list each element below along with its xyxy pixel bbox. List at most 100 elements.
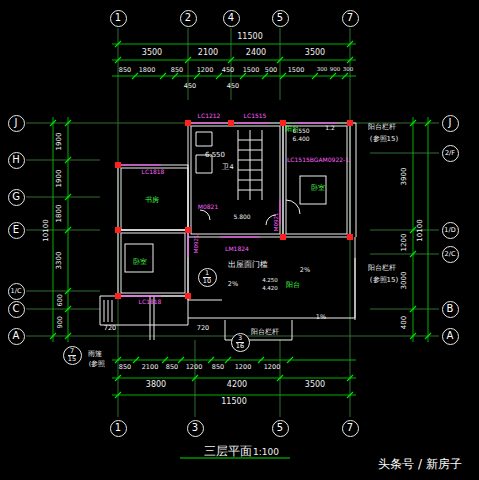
plan-label: 300 <box>317 67 328 73</box>
axis-bubble: 3 <box>187 420 204 437</box>
axis-bubble: 4 <box>223 10 240 27</box>
dimension-text: 1800 <box>56 204 63 222</box>
bubble-text: 3 <box>192 423 198 433</box>
plan-label: (参照 <box>89 361 106 368</box>
dimension-text: 3900 <box>401 167 408 185</box>
plan-label: 450 <box>222 67 234 74</box>
bubble-text: 4 <box>228 13 234 23</box>
plan-label: 3500 <box>305 381 325 389</box>
bubble-text: 10 <box>203 277 211 285</box>
plan-label: 阳台 <box>285 126 299 133</box>
axis-bubble: 2/F <box>442 145 459 162</box>
plan-label: 2% <box>300 267 310 274</box>
plan-label: 6.400 <box>292 136 309 142</box>
plan-label: 阳台栏杆 <box>368 124 396 131</box>
plan-label: (参照15) <box>370 136 398 143</box>
dimension-text: M0921 <box>193 235 199 254</box>
plan-label: 4.420 <box>262 286 278 292</box>
dimension-text: 1200 <box>401 233 408 251</box>
axis-bubble: J <box>442 115 459 132</box>
plan-label: 850 <box>119 67 131 74</box>
bubble-text: E <box>13 225 19 235</box>
plan-label: 雨篷 <box>88 351 102 358</box>
plan-label: 3500 <box>142 49 162 57</box>
bubble-text: A <box>13 331 20 341</box>
plan-label: 出屋面门槛 <box>228 261 268 269</box>
plan-label: 卫4 <box>222 164 233 171</box>
plan-label: 850 <box>171 67 183 74</box>
bubble-text: J <box>15 118 18 128</box>
plan-label: 阳台 <box>286 282 300 289</box>
plan-label: 1.2 <box>325 125 335 131</box>
bubble-text: 7 <box>347 423 353 433</box>
axis-bubble: B <box>442 301 459 318</box>
plan-label: LC1515 <box>244 113 267 119</box>
dimension-text: 10100 <box>43 219 50 241</box>
bubble-text: 2/F <box>445 150 455 157</box>
dimension-text: 3300 <box>56 251 63 269</box>
axis-bubble: 1 <box>110 420 127 437</box>
plan-label: 450 <box>184 83 196 90</box>
plan-label: 450 <box>227 83 239 90</box>
plan-label: LC1818 <box>139 299 162 305</box>
drawing-title: 三层平面 <box>204 445 252 457</box>
plan-label: 3500 <box>305 49 325 57</box>
detail-callout: 316 <box>231 333 250 352</box>
dimension-text: 600 <box>57 294 64 306</box>
dimension-text: 10100 <box>417 219 424 241</box>
plan-label: 850 <box>166 364 178 371</box>
plan-label: 500 <box>265 67 277 74</box>
dimension-text: 900 <box>57 316 64 328</box>
bubble-text: 15 <box>68 355 76 363</box>
axis-bubble: H <box>8 152 25 169</box>
bubble-text: 1 <box>115 423 121 433</box>
plan-label: 头条号 / 新房子 <box>378 458 462 470</box>
axis-bubble: 7 <box>342 10 359 27</box>
axis-bubble: A <box>442 328 459 345</box>
plan-label: 阳台栏杆 <box>368 265 396 272</box>
dimension-text: 1900 <box>56 169 63 187</box>
axis-bubble: 5 <box>272 420 289 437</box>
plan-label: 5.800 <box>233 214 250 220</box>
bubble-text: C <box>13 304 20 314</box>
detail-callout: 715 <box>63 346 82 365</box>
plan-label: 4200 <box>227 381 247 389</box>
axis-bubble: E <box>8 222 25 239</box>
plan-label: 2100 <box>142 364 159 371</box>
axis-bubble: C <box>8 301 25 318</box>
plan-label: 1800 <box>139 67 156 74</box>
plan-label: 6.550 <box>205 152 225 159</box>
bubble-text: 1 <box>115 13 121 23</box>
plan-label: 阳台栏杆 <box>251 329 279 336</box>
detail-callout: 110 <box>198 268 217 287</box>
plan-label: 1500 <box>243 67 260 74</box>
dimension-text: 400 <box>402 315 409 328</box>
plan-label: 720 <box>104 325 116 332</box>
plan-label: 书房 <box>145 197 159 204</box>
bubble-text: 2/C <box>445 251 456 258</box>
plan-label: 1200 <box>197 67 214 74</box>
plan-label: 1200 <box>235 364 252 371</box>
plan-label: 3800 <box>146 381 166 389</box>
axis-bubble: 1/C <box>8 283 25 300</box>
bubble-text: 5 <box>277 13 283 23</box>
bubble-text: 7 <box>347 13 353 23</box>
bubble-text: A <box>447 331 454 341</box>
bubble-text: 16 <box>236 342 244 350</box>
bubble-text: 5 <box>277 423 283 433</box>
plan-label: LM1824 <box>225 246 249 252</box>
axis-bubble: A <box>8 328 25 345</box>
dimension-text: M0921 <box>273 213 279 232</box>
plan-label: 1200 <box>186 364 203 371</box>
plan-label: LC1515BGAM0922-1 <box>287 157 349 163</box>
plan-label: 卧室 <box>311 185 325 192</box>
plan-label: 11500 <box>221 398 246 406</box>
plan-label: 1500 <box>288 67 305 74</box>
bubble-text: J <box>449 118 452 128</box>
plan-label: 850 <box>212 364 224 371</box>
plan-label: 11500 <box>237 33 262 41</box>
plan-label: 900 <box>330 67 341 73</box>
plan-label: LC1212 <box>198 113 221 119</box>
plan-label: LC1818 <box>142 169 165 175</box>
